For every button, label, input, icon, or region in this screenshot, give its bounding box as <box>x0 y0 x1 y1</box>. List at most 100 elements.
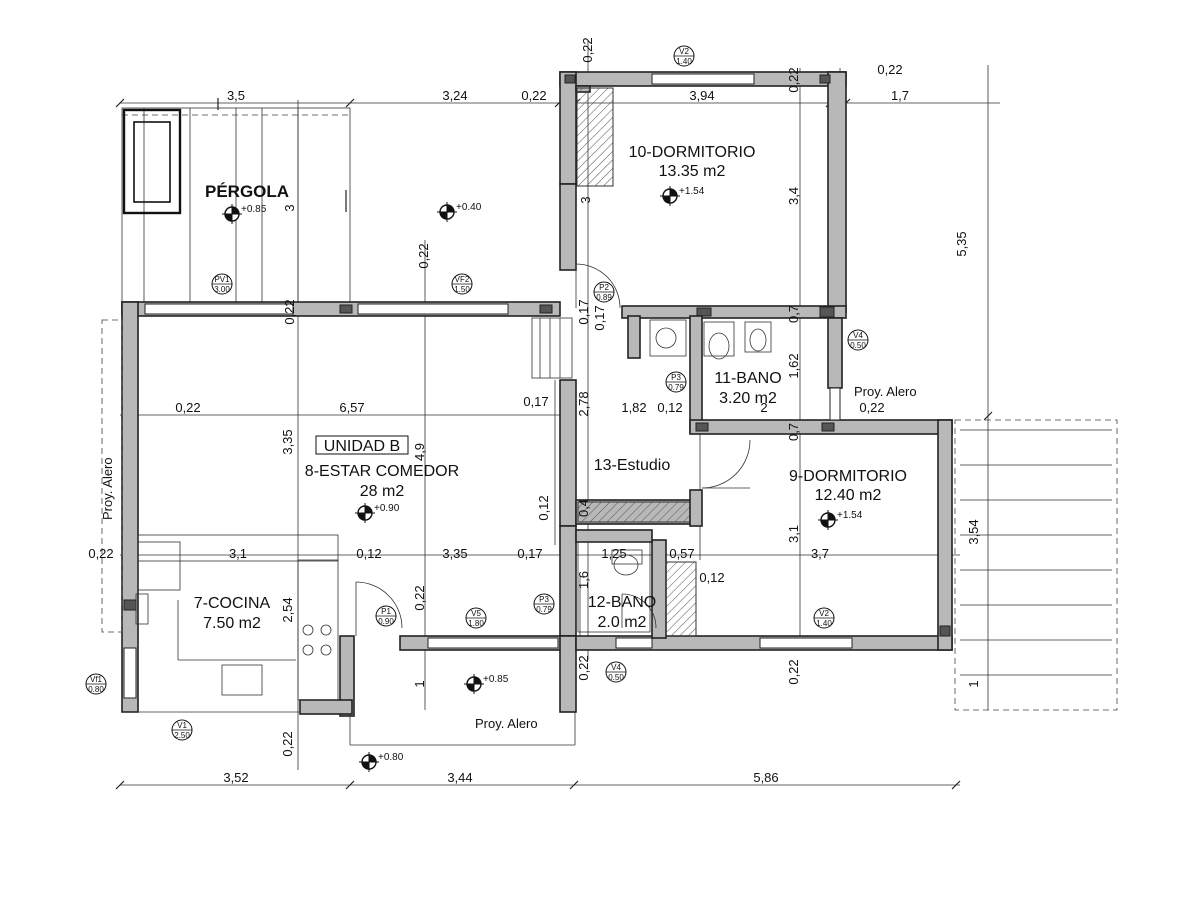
svg-text:P3: P3 <box>671 373 681 382</box>
room-9-area: 12.40 m2 <box>815 487 882 504</box>
dim-text: 0,22 <box>576 655 591 680</box>
dim-text: 0,22 <box>280 731 295 756</box>
kitchen-fixtures <box>135 534 339 701</box>
svg-text:V4: V4 <box>611 663 621 672</box>
dim-text: 3,24 <box>442 88 467 103</box>
unidad-label: UNIDAD B <box>324 438 400 455</box>
dim-text: 0,7 <box>786 305 801 323</box>
dim-text: 3 <box>578 196 593 203</box>
dim-text: 0,12 <box>536 495 551 520</box>
dim-text: 3,4 <box>786 187 801 205</box>
dim-text: 3 <box>282 204 297 211</box>
svg-text:1.80: 1.80 <box>468 619 484 628</box>
level-marker-dorm9: +1.54 <box>818 510 863 530</box>
alero-outline <box>101 319 1118 746</box>
opening-tag: V21.40 <box>813 607 835 629</box>
dim-text: 1,6 <box>576 571 591 589</box>
svg-text:1.50: 1.50 <box>454 285 470 294</box>
dim-text: 0,17 <box>592 305 607 330</box>
svg-text:1.40: 1.40 <box>676 57 692 66</box>
dim-text: 0,57 <box>669 546 694 561</box>
svg-text:0.79: 0.79 <box>536 605 552 614</box>
dim-text: 0,22 <box>580 37 595 62</box>
opening-tag: V40.50 <box>605 661 627 683</box>
proy-alero-label-left: Proy. Alero <box>100 457 115 520</box>
level-marker-outside: +0.80 <box>359 752 404 772</box>
opening-tag: P20.89 <box>593 281 615 303</box>
proy-alero-label-bottom: Proy. Alero <box>475 716 538 731</box>
svg-text:0.79: 0.79 <box>668 383 684 392</box>
dim-text: 0,22 <box>282 299 297 324</box>
svg-text:1.40: 1.40 <box>816 619 832 628</box>
svg-text:V1: V1 <box>177 721 187 730</box>
dim-text: 5,35 <box>954 231 969 256</box>
dim-text: 5,86 <box>753 770 778 785</box>
dim-text: 1,82 <box>621 400 646 415</box>
room-8-name: 8-ESTAR COMEDOR <box>305 463 459 480</box>
svg-text:P1: P1 <box>381 607 391 616</box>
opening-tag: V12.50 <box>171 719 193 741</box>
level-marker-dorm10: +1.54 <box>660 186 705 206</box>
dim-text: 3,54 <box>966 519 981 544</box>
room-13-name: 13-Estudio <box>594 457 671 474</box>
room-labels: PÉRGOLA 10-DORMITORIO 13.35 m2 11-BANO 3… <box>100 144 917 731</box>
svg-text:V2: V2 <box>679 47 689 56</box>
level-marker-estar: +0.90 <box>355 503 400 523</box>
pergola <box>121 98 351 307</box>
room-10-name: 10-DORMITORIO <box>629 144 756 161</box>
dim-text: 3,35 <box>280 429 295 454</box>
dim-text: 0,12 <box>699 570 724 585</box>
dim-text: 0,12 <box>356 546 381 561</box>
dim-text: 1,62 <box>786 353 801 378</box>
dim-text: 4,9 <box>412 443 427 461</box>
dim-text: 3,94 <box>689 88 714 103</box>
dim-text: 0,22 <box>786 67 801 92</box>
dim-text: 3,35 <box>442 546 467 561</box>
room-10-area: 13.35 m2 <box>659 163 726 180</box>
opening-tag: P30.79 <box>665 371 687 393</box>
level-text: +1.54 <box>679 186 705 197</box>
level-marker-entry: +0.85 <box>464 674 509 694</box>
svg-text:V4: V4 <box>853 331 863 340</box>
dim-text: 2,78 <box>576 391 591 416</box>
dim-text: 6,57 <box>339 400 364 415</box>
level-text: +1.54 <box>837 510 863 521</box>
dim-text: 0,7 <box>786 423 801 441</box>
dim-text: 2 <box>760 400 767 415</box>
proy-alero-label-right: Proy. Alero <box>854 384 917 399</box>
bathroom-fixtures <box>577 319 772 633</box>
room-7-name: 7-COCINA <box>194 595 271 612</box>
dim-text: 1,25 <box>601 546 626 561</box>
dim-text: 0,22 <box>877 62 902 77</box>
level-marker-pergola: +0.85 <box>222 204 267 224</box>
dim-text: 0,22 <box>412 585 427 610</box>
pergola-label: PÉRGOLA <box>205 182 289 201</box>
walls <box>121 71 953 717</box>
level-text: +0.85 <box>241 204 267 215</box>
opening-tag: V40.50 <box>847 329 869 351</box>
dim-text: 0,17 <box>576 299 591 324</box>
dim-text: 0,17 <box>517 546 542 561</box>
svg-text:0.89: 0.89 <box>596 293 612 302</box>
room-9-name: 9-DORMITORIO <box>789 468 907 485</box>
dimension-texts: 3,5 3,24 0,22 3,94 0,22 1,7 0,22 0,22 3 … <box>88 37 981 785</box>
level-markers: +0.85 +0.40 +1.54 +0.90 +1.54 +0.85 <box>222 186 863 772</box>
level-marker-terrace: +0.40 <box>437 202 482 222</box>
level-text: +0.90 <box>374 503 400 514</box>
dim-text: 0,22 <box>175 400 200 415</box>
svg-text:0.50: 0.50 <box>608 673 624 682</box>
dim-text: 0,17 <box>523 394 548 409</box>
dim-text: 3,1 <box>229 546 247 561</box>
room-12-area: 2.0 m2 <box>598 614 647 631</box>
dim-text: 1,7 <box>891 88 909 103</box>
svg-text:Vf1: Vf1 <box>90 675 103 684</box>
dim-text: 3,44 <box>447 770 472 785</box>
level-text: +0.80 <box>378 752 404 763</box>
dim-text: 3,1 <box>786 525 801 543</box>
svg-text:VF2: VF2 <box>455 275 470 284</box>
room-11-name: 11-BANO <box>714 370 781 387</box>
